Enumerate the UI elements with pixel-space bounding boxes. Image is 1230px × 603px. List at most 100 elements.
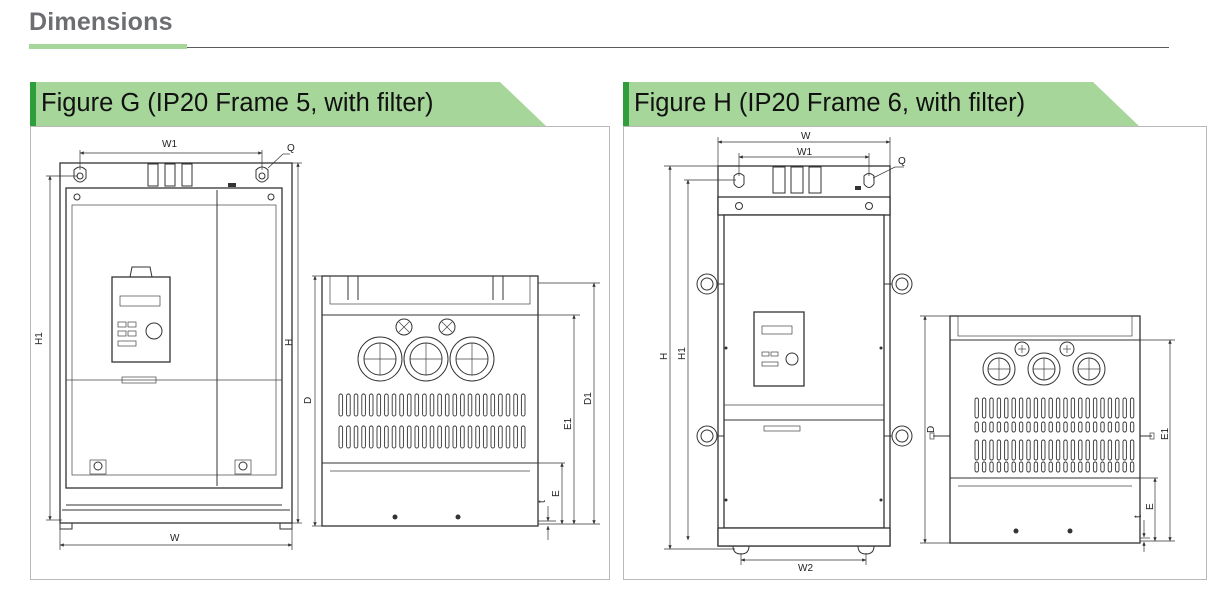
vent-slot (1078, 461, 1083, 473)
dim-label-e: E (1145, 503, 1156, 510)
figure-g-front-view (59, 162, 293, 530)
vent-slot (1092, 421, 1098, 433)
title-rule (29, 47, 1169, 48)
vent-slot (1004, 439, 1009, 461)
vent-slot (452, 425, 458, 449)
dim-label-d: D (926, 426, 937, 433)
vent-slot (1107, 421, 1113, 433)
vent-slot (1122, 421, 1127, 433)
figure-g-side-dimensions: D D1 E1 E t (303, 275, 600, 540)
vent-slot (520, 425, 526, 449)
dim-label-w1: W1 (797, 147, 812, 158)
vent-slot (520, 393, 526, 417)
figure-g-caption-tab: Figure G (IP20 Frame 5, with filter) (30, 82, 550, 126)
vent-slot (996, 461, 1002, 473)
vent-slot (974, 439, 979, 461)
vent-slot (513, 393, 518, 417)
dim-label-d: D (303, 397, 314, 404)
vent-slot (361, 425, 366, 449)
vent-slot (1070, 461, 1076, 473)
dim-label-w: W (801, 131, 811, 142)
vent-slot (384, 425, 389, 449)
vent-slot (482, 425, 488, 449)
vent-slot (391, 393, 397, 417)
vent-slot (1033, 421, 1039, 433)
vent-slot (1115, 461, 1120, 473)
figure-h-side-view (929, 315, 1155, 544)
vent-slot (1041, 461, 1046, 473)
vent-slot (1004, 421, 1009, 433)
vent-slot (1129, 421, 1135, 433)
vent-slot (1041, 421, 1046, 433)
vent-slot (444, 425, 450, 449)
vent-slot (490, 393, 496, 417)
vent-slot (1055, 421, 1061, 433)
dim-label-e1: E1 (563, 417, 574, 430)
vent-slot (444, 393, 450, 417)
vent-slot (1129, 439, 1135, 461)
vent-slot (1018, 421, 1024, 433)
vent-slot (429, 425, 435, 449)
vent-slot (338, 393, 344, 417)
vent-slot (1078, 439, 1083, 461)
vent-slot (467, 425, 473, 449)
vent-slot (1063, 439, 1068, 461)
vent-slot (406, 393, 412, 417)
section-title: Dimensions (29, 8, 173, 36)
vent-slot (353, 393, 359, 417)
vent-slot (1092, 439, 1098, 461)
figure-g-side-view (321, 275, 539, 527)
dim-label-w: W (170, 533, 180, 544)
vent-slot (1018, 397, 1024, 419)
figure-h-caption: Figure H (IP20 Frame 6, with filter) (634, 89, 1026, 117)
vent-slot (361, 393, 366, 417)
vent-slot (1063, 397, 1068, 419)
vent-slot (414, 393, 420, 417)
vent-slot (1041, 439, 1046, 461)
vent-slot (989, 439, 994, 461)
title-rule-accent (29, 44, 187, 49)
vent-slot (429, 393, 435, 417)
vent-slot (1055, 439, 1061, 461)
dim-label-t: t (1133, 515, 1144, 518)
caption-tab-shape (30, 82, 546, 126)
vent-slot (346, 425, 351, 449)
vent-slot (1115, 421, 1120, 433)
vent-slot (1048, 439, 1053, 461)
vent-slot (422, 425, 427, 449)
vent-slot (346, 393, 351, 417)
vent-slot (452, 393, 458, 417)
dim-label-q: Q (287, 143, 295, 154)
vent-slot (1063, 461, 1068, 473)
vent-slot (996, 421, 1002, 433)
vent-slot (490, 425, 496, 449)
vent-slot (1033, 397, 1039, 419)
vent-slot (989, 397, 994, 419)
vent-slot (1004, 397, 1009, 419)
vent-slot (1026, 461, 1031, 473)
vent-slot (1115, 397, 1120, 419)
vent-slot (1048, 461, 1053, 473)
vent-slot (974, 397, 979, 419)
dim-label-w1: W1 (162, 139, 177, 150)
vent-slot (467, 393, 473, 417)
vent-slot (1018, 461, 1024, 473)
vent-slot (1100, 461, 1105, 473)
vent-slot (1048, 397, 1053, 419)
vent-slot (989, 421, 994, 433)
dim-label-h1: H1 (677, 347, 688, 360)
vent-slot (1055, 397, 1061, 419)
vent-slot (1004, 461, 1009, 473)
vent-slot (1085, 461, 1090, 473)
vent-slot (1055, 461, 1061, 473)
vent-slot (1011, 461, 1016, 473)
vent-slot (384, 393, 389, 417)
figure-h-front-view (696, 165, 913, 555)
vent-slot (1100, 439, 1105, 461)
figure-g-caption: Figure G (IP20 Frame 5, with filter) (41, 89, 434, 117)
vent-slot (1070, 397, 1076, 419)
vent-slot (1041, 397, 1046, 419)
vent-slot (414, 425, 420, 449)
vent-slot (1100, 421, 1105, 433)
